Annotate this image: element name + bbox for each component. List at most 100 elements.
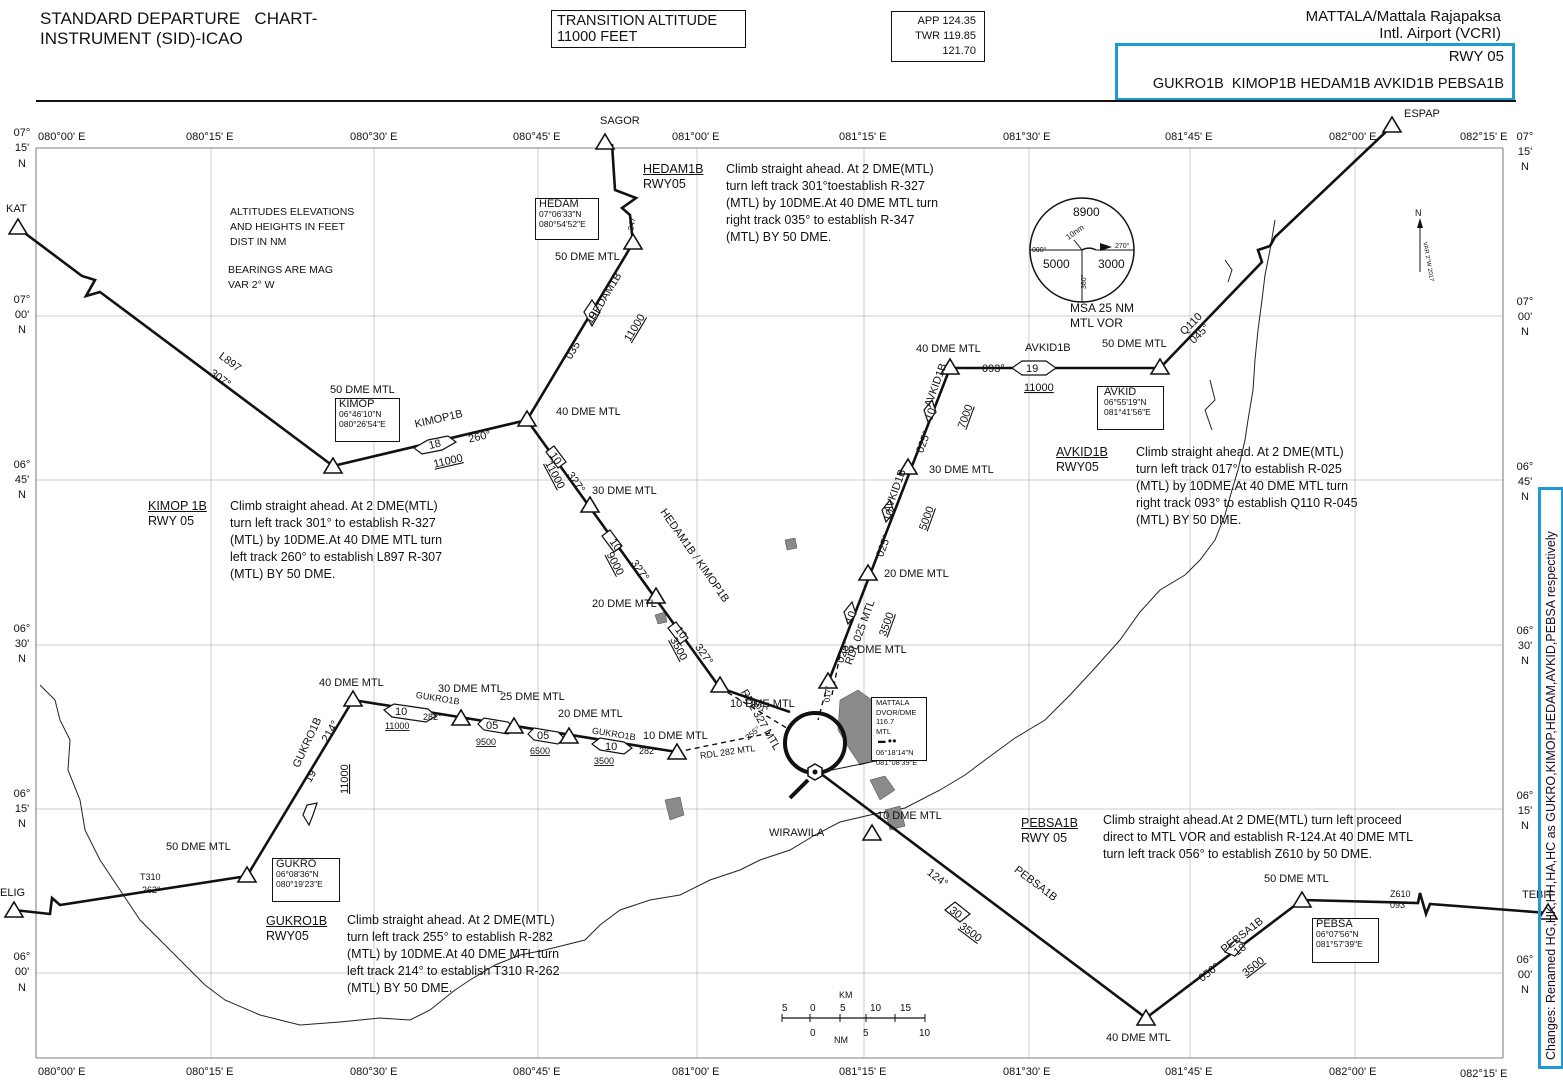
lon-top-5: 081°15' E — [839, 131, 886, 143]
msa-radius: 10nm — [1064, 223, 1086, 242]
lat-right-1-min: 00' — [1518, 311, 1532, 323]
changes-highlight-box: Changes: Renamed HG,HK,HH,HA,HC as GUKRO… — [1538, 487, 1563, 1069]
mattala-fix-name: MATTALA — [876, 698, 910, 707]
avkid-fix-name: AVKID — [1104, 386, 1137, 398]
scale-km-1: 0 — [810, 1003, 816, 1014]
dme40-center: 40 DME MTL — [556, 406, 621, 418]
lat-right-3-deg: 06° — [1517, 625, 1534, 637]
gukro-fix-lon: 080°19'23"E — [276, 879, 323, 889]
pebsa-fix-lon: 081°57'39"E — [1316, 939, 1363, 949]
lon-bottom-2: 080°30' E — [350, 1066, 397, 1078]
av40-triangle — [939, 357, 961, 375]
route-hedam1b — [525, 242, 635, 421]
lon-top-3: 080°45' E — [513, 131, 560, 143]
hedam-035: 035 — [563, 340, 583, 362]
pebsa-proc-name: PEBSA1B RWY 05 — [1021, 816, 1078, 846]
airport-name-line1: MATTALA/Mattala Rajapaksa — [1305, 8, 1501, 25]
pebsa-proc-line-0: Climb straight ahead.At 2 DME(MTL) turn … — [1103, 813, 1402, 827]
lon-labels-top: 080°00' E 080°15' E 080°30' E 080°45' E … — [38, 131, 1507, 143]
avkid-label: AVKID1B — [1025, 342, 1071, 354]
pb-3500b: 3500 — [1240, 955, 1267, 980]
gk-10a: 10 — [395, 706, 407, 718]
lat-left-3-min: 30' — [15, 638, 29, 650]
kat-label: KAT — [6, 203, 27, 215]
center40-triangle — [516, 409, 538, 427]
route-hk-final — [719, 686, 791, 714]
altitudes-note: ALTITUDES ELEVATIONS AND HEIGHTS IN FEET… — [230, 205, 354, 250]
pb-30: 30 — [947, 904, 964, 921]
hk-10b: 10 — [607, 537, 624, 554]
lon-top-1: 080°15' E — [186, 131, 233, 143]
pb-dme40: 40 DME MTL — [1106, 1032, 1171, 1044]
hedam-19: 19 — [584, 310, 601, 327]
msa-5000: 5000 — [1043, 257, 1070, 271]
hedam-fix-box: HEDAM 07°06'33"N 080°54'52"E — [535, 198, 599, 240]
route-t310 — [13, 874, 248, 916]
kimop-fix-box: KIMOP 06°46'10"N 080°26'54"E — [335, 398, 400, 442]
lat-left-2-hem: N — [18, 489, 26, 501]
mattala-fix-lon: 081°08'39"E — [876, 757, 918, 767]
bearings-line2: VAR 2° W — [228, 279, 275, 291]
lat-right-2-deg: 06° — [1517, 461, 1534, 473]
lat-left-3-hem: N — [18, 653, 26, 665]
lat-left-3-deg: 06° — [14, 623, 31, 635]
kimop-proc-title: KIMOP 1B — [148, 499, 207, 513]
hk20-triangle — [645, 586, 667, 604]
hedam-proc-rwy: RWY05 — [643, 177, 686, 191]
lon-bottom-6: 081°30' E — [1003, 1066, 1050, 1078]
lat-left-0-hem: N — [18, 158, 26, 170]
hk30-triangle — [579, 495, 601, 513]
lat-right-4-deg: 06° — [1517, 790, 1534, 802]
scale-km: KM — [839, 990, 853, 1000]
gukro-proc-line-3: left track 214° to establish T310 R-262 — [347, 964, 560, 978]
gk-dme40: 40 DME MTL — [319, 677, 384, 689]
scale-km-3: 10 — [870, 1003, 882, 1014]
procedure-list: GUKRO1B KIMOP1B HEDAM1B AVKID1B PEBSA1B — [1152, 76, 1504, 92]
lat-left-4-min: 15' — [15, 803, 29, 815]
gk-11000: 11000 — [385, 721, 409, 731]
lat-right-0-hem: N — [1521, 161, 1529, 173]
gk-dme20: 20 DME MTL — [558, 708, 623, 720]
kimop-proc-line-0: Climb straight ahead. At 2 DME(MTL) — [230, 499, 438, 513]
graticule — [36, 148, 1503, 1058]
kimop-fix-lon: 080°26'54"E — [339, 419, 386, 429]
lon-bottom-9: 082°15' E — [1460, 1068, 1507, 1080]
gukro-proc-text: Climb straight ahead. At 2 DME(MTL) turn… — [347, 912, 560, 997]
app-frequency: APP 124.35 — [917, 15, 976, 27]
hedam-proc-title: HEDAM1B — [643, 162, 704, 176]
z610-label: Z610 — [1390, 889, 1411, 899]
hk-327b: 327° — [628, 558, 651, 584]
runway-label: RWY 05 — [1448, 48, 1504, 65]
lat-left-4-deg: 06° — [14, 788, 31, 800]
hedam-347: 347 — [626, 216, 637, 231]
mattala-vor — [783, 711, 921, 800]
av20-triangle — [857, 563, 879, 581]
av-3500: 3500 — [877, 611, 897, 638]
kimop-18: 18 — [428, 438, 443, 452]
gukro-proc-line-1: turn left track 255° to establish R-282 — [347, 930, 553, 944]
gukro-fix-box: GUKRO 06°08'36"N 080°19'23"E — [272, 858, 340, 902]
avkid-11000: 11000 — [1024, 382, 1054, 394]
lon-top-9: 082°15' E — [1460, 131, 1507, 143]
twr-frequency: TWR 119.85 — [915, 30, 976, 42]
hk-10c: 10 — [672, 624, 689, 641]
transition-altitude-value: 11000 FEET — [557, 29, 638, 45]
pebsa-fix-name: PEBSA — [1316, 918, 1353, 930]
lon-top-8: 082°00' E — [1329, 131, 1376, 143]
kimop-proc-line-4: (MTL) BY 50 DME. — [230, 567, 336, 581]
gk-11000v: 11000 — [339, 764, 351, 794]
lat-right-4-min: 15' — [1518, 805, 1532, 817]
twr-frequency-2: 121.70 — [942, 45, 976, 57]
kimop-11000: 11000 — [432, 452, 464, 470]
elig-label: ELIG — [0, 887, 25, 899]
avkid-dme50: 50 DME MTL — [1102, 338, 1167, 350]
gk40-triangle — [342, 689, 364, 707]
lat-right-3-min: 30' — [1518, 640, 1532, 652]
lat-left-1-deg: 07° — [14, 294, 31, 306]
altitudes-line1: ALTITUDES ELEVATIONS — [230, 206, 355, 218]
av-10c: 10 — [844, 609, 859, 625]
pebsa-fix-box: PEBSA 06°07'56"N 081°57'39"E — [1312, 918, 1379, 963]
kimop-260: 260° — [467, 429, 492, 446]
msa-360: 360° — [1080, 274, 1088, 289]
dme20-hk: 20 DME MTL — [592, 598, 657, 610]
